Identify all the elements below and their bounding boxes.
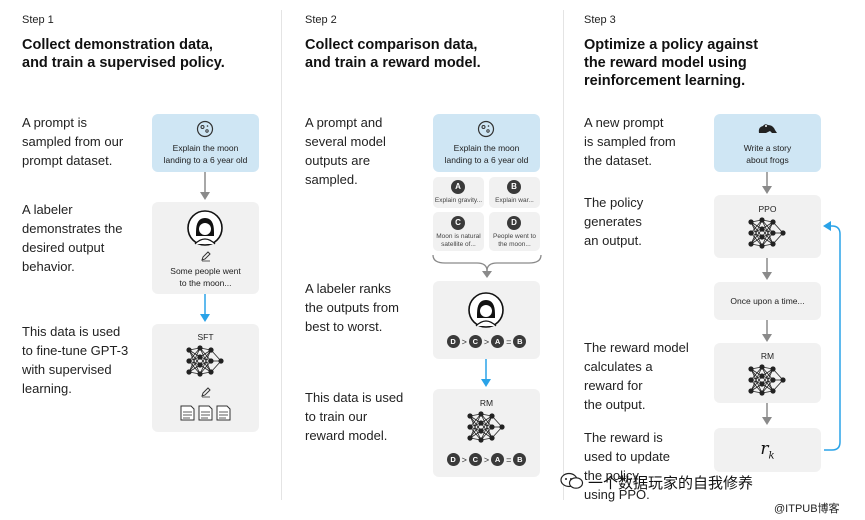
- step3-arrow-1: [762, 172, 772, 194]
- output-letter-b: B: [507, 180, 521, 194]
- step3-reward-card: rk: [714, 428, 821, 472]
- step1-sft-card: SFT: [152, 324, 259, 432]
- neural-network-icon: [748, 364, 786, 396]
- reward-symbol: rk: [760, 439, 775, 462]
- step1-arrow-2: [200, 294, 210, 322]
- labeler-avatar-icon: [187, 210, 223, 246]
- rm-label: RM: [479, 398, 494, 408]
- sft-label: SFT: [197, 332, 214, 342]
- output-letter-c: C: [451, 216, 465, 230]
- step2-rm-card: RM D>C>A=B: [433, 389, 540, 477]
- documents-icon: [180, 405, 231, 421]
- step3-output-card: Once upon a time...: [714, 282, 821, 320]
- step3-ppo-card: PPO: [714, 195, 821, 258]
- output-text: Once upon a time...: [730, 296, 805, 306]
- step1-arrow-1: [200, 172, 210, 200]
- frog-icon: [758, 124, 777, 133]
- labeler-avatar-icon: [468, 292, 504, 328]
- step2-arrow-blue: [481, 359, 491, 387]
- step3-arrow-3: [762, 320, 772, 342]
- output-letter-a: A: [451, 180, 465, 194]
- ppo-label: PPO: [758, 204, 777, 214]
- step3-label: Step 3: [584, 14, 616, 26]
- ranking-row: D>C>A=B: [433, 335, 540, 348]
- rm-label: RM: [760, 351, 775, 361]
- neural-network-icon: [186, 345, 224, 377]
- column-divider-2: [563, 10, 564, 500]
- watermark-text: 一个数据玩家的自我修养: [588, 474, 754, 492]
- wechat-icon: [560, 472, 584, 490]
- column-divider-1: [281, 10, 282, 500]
- pencil-icon: [201, 251, 211, 262]
- step2-label: Step 2: [305, 14, 337, 26]
- neural-network-icon: [467, 411, 505, 443]
- output-text-b: Explain war...: [495, 197, 534, 204]
- step1-title: Collect demonstration data,and train a s…: [22, 37, 225, 71]
- outputs-brace: [432, 254, 542, 278]
- ranking-row-rm: D>C>A=B: [433, 453, 540, 466]
- moon-icon: [477, 120, 495, 138]
- step1-label: Step 1: [22, 14, 54, 26]
- output-text-a: Explain gravity...: [434, 197, 483, 204]
- step2-title: Collect comparison data,and train a rewa…: [305, 37, 481, 71]
- output-card-b: B Explain war...: [489, 177, 540, 208]
- feedback-arrow: [823, 221, 841, 451]
- step2-ranking-card: D>C>A=B: [433, 281, 540, 359]
- neural-network-icon: [748, 217, 786, 249]
- step3-rm-card: RM: [714, 343, 821, 403]
- moon-icon: [196, 120, 214, 138]
- pencil-icon: [201, 387, 211, 398]
- step3-arrow-4: [762, 403, 772, 425]
- output-card-a: A Explain gravity...: [433, 177, 484, 208]
- step3-arrow-2: [762, 258, 772, 280]
- output-letter-d: D: [507, 216, 521, 230]
- watermark-sub: @ITPUB博客: [774, 503, 840, 515]
